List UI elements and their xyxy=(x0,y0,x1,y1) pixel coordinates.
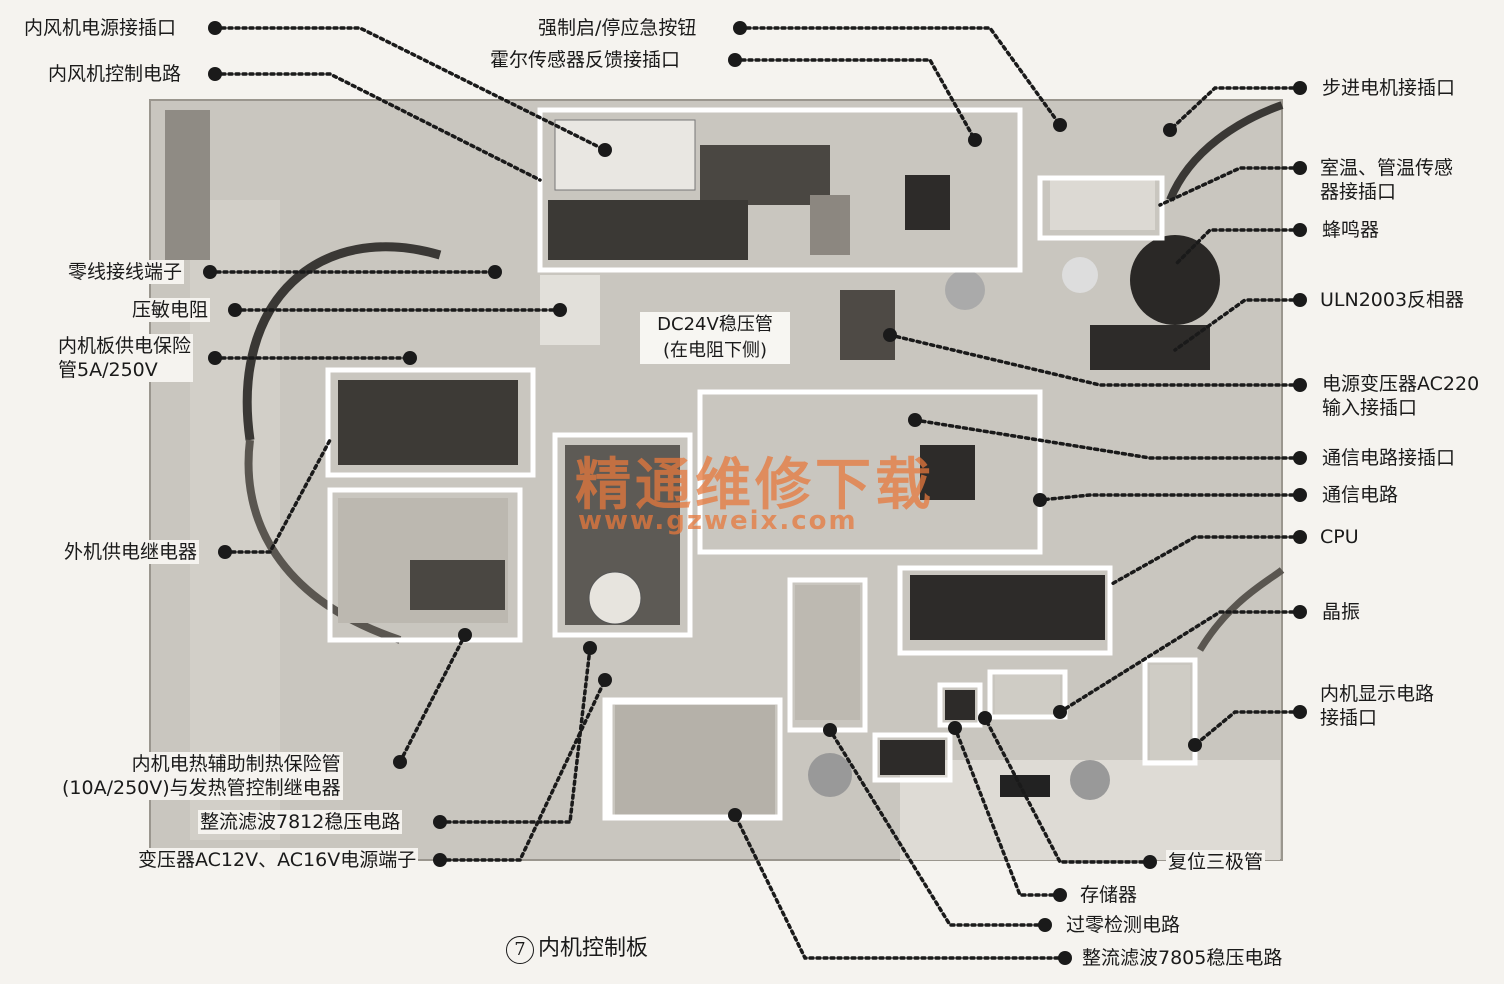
label-transformer-terminal: 变压器AC12V、AC16V电源端子 xyxy=(136,848,419,872)
caption-text: 内机控制板 xyxy=(538,936,649,961)
label-fan-power-socket: 内风机电源接插口 xyxy=(22,16,179,40)
box-heater xyxy=(607,699,783,820)
box-outdoor-relay-top xyxy=(325,367,536,478)
leader-emergency xyxy=(738,26,1062,127)
label-cpu: CPU xyxy=(1318,525,1361,549)
box-comm-circuit xyxy=(697,389,1043,555)
box-temp-sensor xyxy=(1037,175,1165,241)
leader-reset xyxy=(983,716,1152,864)
label-temp-sensor-socket: 室温、管温传感 器接插口 xyxy=(1318,156,1456,204)
leader-comm-socket xyxy=(913,418,1302,460)
label-reset-transistor: 复位三极管 xyxy=(1166,850,1266,874)
box-reset xyxy=(872,732,953,783)
leader-crystal xyxy=(1058,610,1302,714)
leader-transformer-term xyxy=(438,678,607,862)
leader-zero-cross xyxy=(828,728,1047,927)
leader-heater xyxy=(398,633,467,764)
box-cpu xyxy=(897,565,1113,656)
box-rectifier-7812 xyxy=(552,432,693,638)
box-display-socket xyxy=(1142,657,1198,766)
label-display-socket: 内机显示电路 接插口 xyxy=(1318,682,1437,730)
label-varistor: 压敏电阻 xyxy=(130,298,211,322)
leader-7805 xyxy=(733,813,1067,960)
leader-uln xyxy=(1173,298,1302,352)
watermark-title: 精通维修下载 xyxy=(575,452,935,518)
label-emergency-button: 强制启/停应急按钮 xyxy=(536,16,699,40)
label-uln2003: ULN2003反相器 xyxy=(1318,288,1467,312)
label-comm-socket: 通信电路接插口 xyxy=(1320,446,1458,470)
label-memory: 存储器 xyxy=(1078,883,1140,907)
label-outdoor-relay: 外机供电继电器 xyxy=(62,540,200,564)
leader-comm-circuit xyxy=(1038,493,1302,502)
label-rectifier-7805: 整流滤波7805稳压电路 xyxy=(1080,946,1285,970)
leader-fan-control xyxy=(213,72,542,182)
caption-number: 7 xyxy=(506,936,534,964)
label-crystal: 晶振 xyxy=(1320,600,1363,624)
box-fan-control xyxy=(537,107,1023,273)
leader-7812 xyxy=(438,646,592,824)
leader-buzzer xyxy=(1173,228,1302,267)
label-buzzer: 蜂鸣器 xyxy=(1320,218,1382,242)
leader-outdoor-relay xyxy=(223,438,332,554)
leader-temp xyxy=(1158,166,1302,207)
label-transformer-input: 电源变压器AC220 输入接插口 xyxy=(1320,372,1482,420)
leader-transformer-input xyxy=(888,333,1302,387)
label-comm-circuit: 通信电路 xyxy=(1320,483,1401,507)
leader-hall xyxy=(733,58,977,142)
label-heater-fuse: 内机电热辅助制热保险管 (10A/250V)与发热管控制继电器 xyxy=(60,752,343,800)
label-fan-control-circuit: 内风机控制电路 xyxy=(46,62,184,86)
leader-fan-power xyxy=(213,26,607,152)
box-outdoor-relay xyxy=(327,487,523,643)
label-board-fuse: 内机板供电保险 管5A/250V xyxy=(56,334,194,382)
label-dc24v-zener: DC24V稳压管 (在电阻下侧) xyxy=(640,312,790,364)
leader-display xyxy=(1193,710,1302,747)
label-zero-cross: 过零检测电路 xyxy=(1064,913,1183,937)
label-hall-sensor-socket: 霍尔传感器反馈接插口 xyxy=(488,48,683,72)
label-stepper-socket: 步进电机接插口 xyxy=(1320,76,1458,100)
label-neutral-terminal: 零线接线端子 xyxy=(66,260,185,284)
leader-stepper xyxy=(1168,86,1302,132)
watermark-url: www.gzweix.com xyxy=(578,506,858,536)
label-rectifier-7812: 整流滤波7812稳压电路 xyxy=(198,810,403,834)
box-crystal xyxy=(987,669,1068,720)
leader-memory xyxy=(953,726,1062,897)
leader-cpu xyxy=(1108,535,1302,587)
